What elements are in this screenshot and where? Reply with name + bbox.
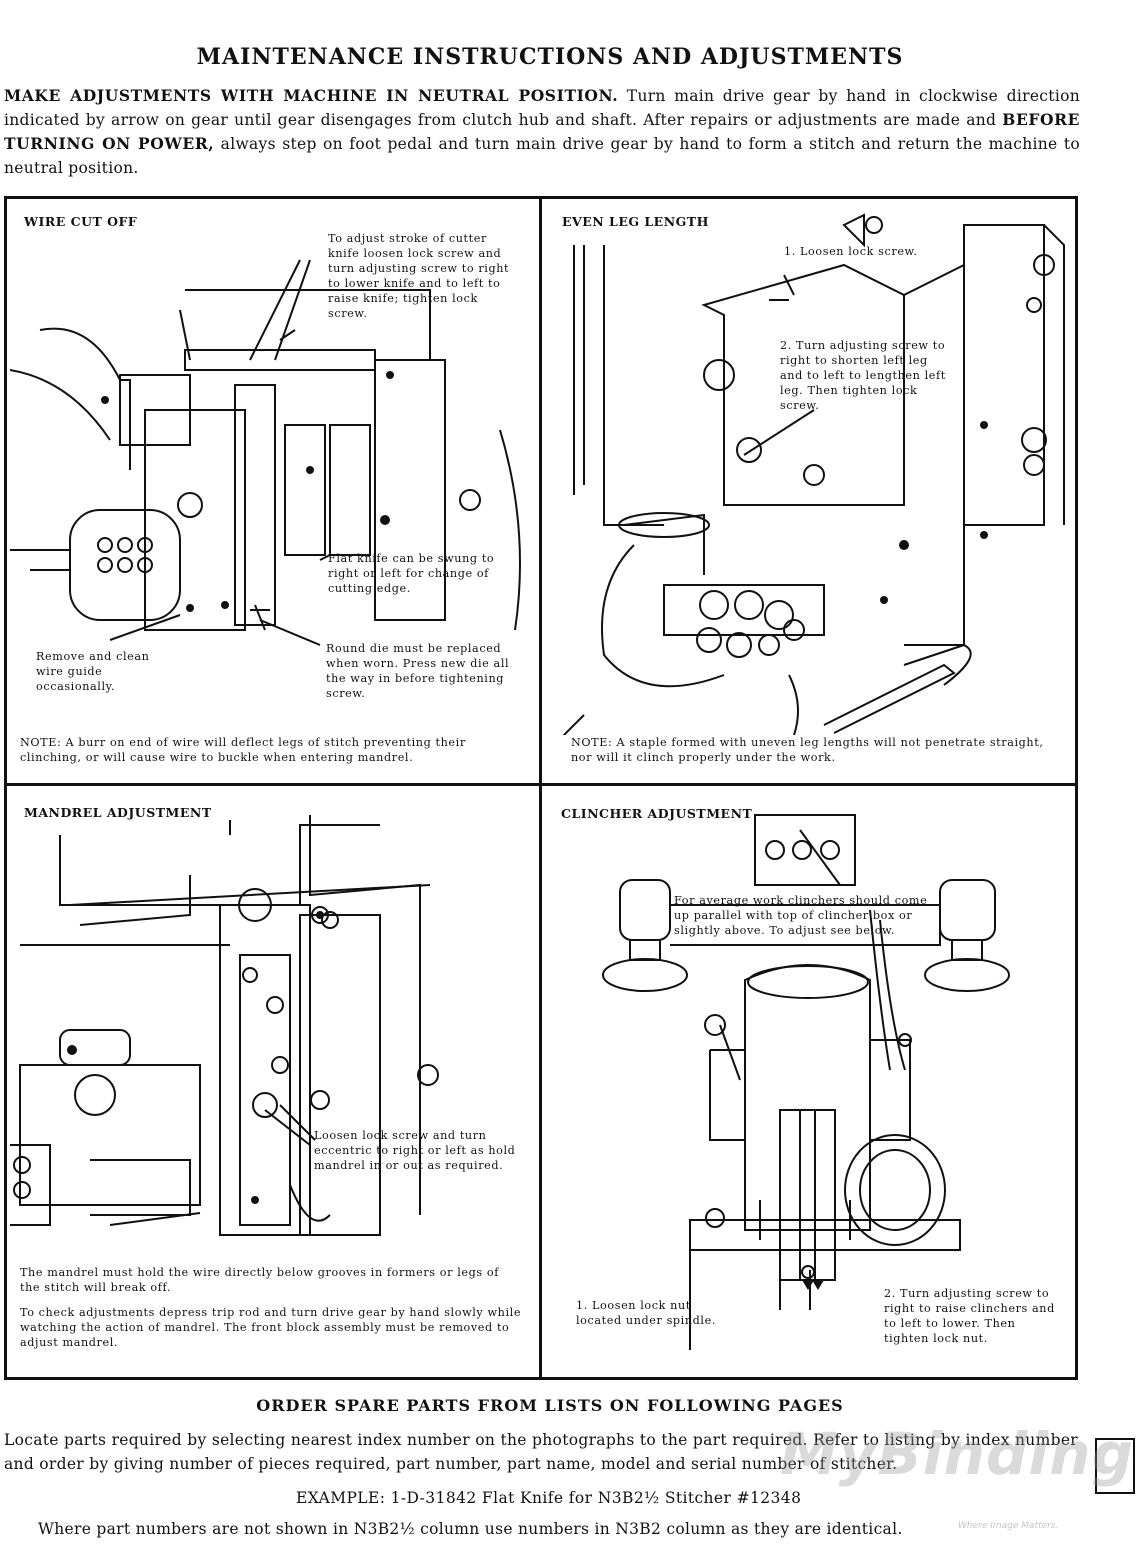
clincher-adjustment-illustration — [602, 814, 1010, 1350]
wire-cut-off-title: WIRE CUT OFF — [24, 214, 138, 229]
panel-divider-vertical — [539, 196, 542, 1380]
even-leg-step-1: 1. Loosen lock screw. — [784, 245, 918, 258]
wire-cut-off-note: NOTE: A burr on end of wire will deflect… — [20, 736, 466, 764]
mandrel-adjustment-illustration — [10, 815, 439, 1236]
even-leg-length-title: EVEN LEG LENGTH — [562, 214, 709, 229]
page-title: MAINTENANCE INSTRUCTIONS AND ADJUSTMENTS — [196, 44, 904, 70]
clincher-callout-top: For average work clinchers should come u… — [674, 894, 928, 937]
wire-cut-off-wire-guide-callout: Remove and clean wire guide occasionally… — [36, 650, 150, 693]
wire-cut-off-stroke-callout: To adjust stroke of cutter knife loosen … — [328, 232, 510, 320]
panel-divider-horizontal — [4, 783, 1078, 786]
wire-cut-off-illustration — [10, 259, 521, 646]
clincher-step-1: 1. Loosen lock nut located under spindle… — [576, 1299, 716, 1327]
mandrel-adjustment-title: MANDREL ADJUSTMENT — [24, 805, 212, 820]
even-leg-length-illustration — [562, 213, 1065, 735]
order-title: ORDER SPARE PARTS FROM LISTS ON FOLLOWIN… — [256, 1396, 844, 1415]
wire-cut-off-round-die-callout: Round die must be replaced when worn. Pr… — [326, 642, 510, 700]
watermark-logo: MyBinding — [780, 1420, 1135, 1488]
margin-box — [1095, 1438, 1135, 1494]
watermark-tagline: Where Image Matters. — [958, 1521, 1059, 1531]
mandrel-note-1: The mandrel must hold the wire directly … — [20, 1266, 499, 1294]
intro-text-1: Turn main drive gear by hand in clockwis… — [4, 87, 1080, 129]
order-note: Where part numbers are not shown in N3B2… — [38, 1520, 903, 1538]
wire-cut-off-flat-knife-callout: Flat knife can be swung to right or left… — [328, 552, 495, 595]
intro-warning: BEFORE TURNING ON POWER, — [4, 110, 1080, 153]
order-instructions: Locate parts required by selecting neare… — [4, 1431, 1078, 1473]
intro-paragraph: MAKE ADJUSTMENTS WITH MACHINE IN NEUTRAL… — [4, 84, 1080, 180]
mandrel-note-2: To check adjustments depress trip rod an… — [20, 1306, 522, 1349]
clincher-adjustment-title: CLINCHER ADJUSTMENT — [561, 806, 753, 821]
even-leg-note: NOTE: A staple formed with uneven leg le… — [571, 736, 1044, 764]
clincher-step-2: 2. Turn adjusting screw to right to rais… — [884, 1287, 1055, 1345]
mandrel-callout: Loosen lock screw and turn eccentric to … — [314, 1129, 516, 1172]
intro-text-2: always step on foot pedal and turn main … — [4, 135, 1081, 177]
intro-lead: MAKE ADJUSTMENTS WITH MACHINE IN NEUTRAL… — [4, 86, 619, 105]
even-leg-step-2: 2. Turn adjusting screw to right to shor… — [780, 339, 946, 412]
order-example: EXAMPLE: 1-D-31842 Flat Knife for N3B2½ … — [296, 1489, 802, 1507]
